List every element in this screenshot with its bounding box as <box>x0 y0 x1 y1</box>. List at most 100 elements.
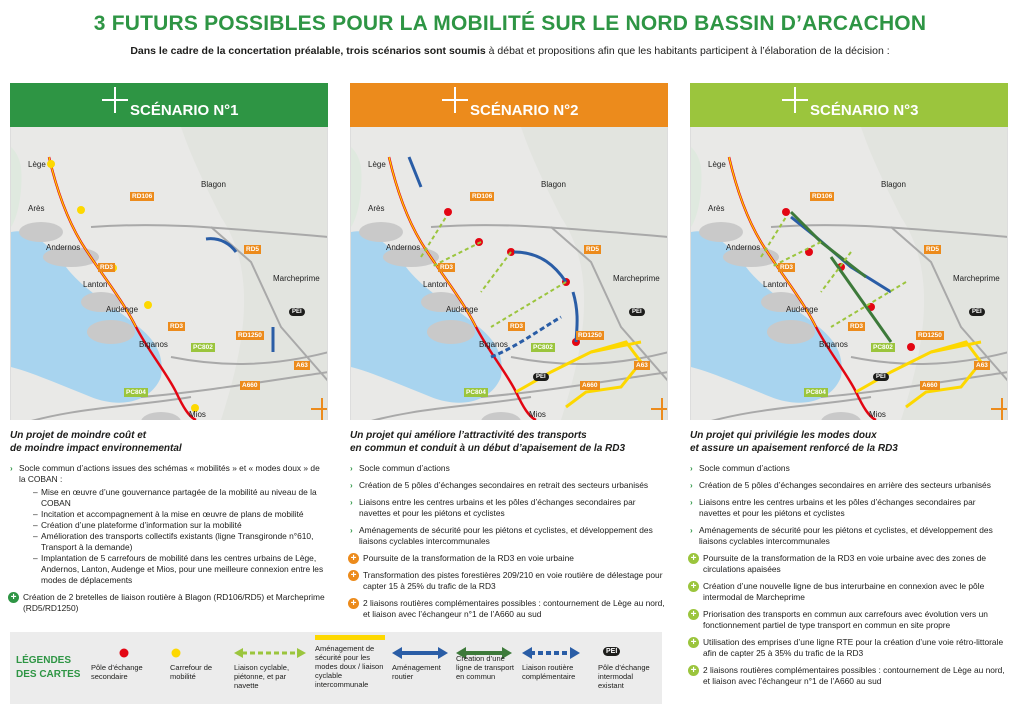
pei-badge: PEI <box>533 373 549 381</box>
corner-plus-icon <box>311 398 327 420</box>
plus-circle-icon: + <box>348 570 359 581</box>
plus-circle-icon: + <box>348 598 359 609</box>
scenario-label: SCÉNARIO N°2 <box>470 102 579 119</box>
map-road-label: RD3 <box>848 322 866 331</box>
subtitle-bold: Dans le cadre de la concertation préalab… <box>130 45 486 57</box>
chevron-right-icon: › <box>350 464 353 473</box>
map-road-label: A63 <box>974 361 990 370</box>
sub-action-item: Mise en œuvre d’une gouvernance partagée… <box>33 487 328 509</box>
map-road-label: A660 <box>240 381 260 390</box>
map-place-label: Arès <box>708 204 725 213</box>
legend-item-carrefour: Carrefour de mobilité <box>170 663 213 681</box>
scenario-label: SCÉNARIO N°1 <box>130 102 239 119</box>
map-road-label: RD5 <box>244 245 262 254</box>
map-place-label: Arès <box>28 204 45 213</box>
action-item: ›Socle commun d’actions <box>690 463 790 473</box>
map-road-label: RD1250 <box>576 331 604 340</box>
action-item: +Poursuite de la transformation de la RD… <box>348 553 668 564</box>
map-road-label: RD3 <box>778 263 796 272</box>
legend-item-amenagement-routier: Aménagement routier <box>392 663 441 681</box>
map-place-label: Mios <box>529 410 546 419</box>
subtitle-rest: à débat et propositions afin que les hab… <box>485 45 890 57</box>
pei-badge: PEI <box>969 308 985 316</box>
map-road-label: A660 <box>580 381 600 390</box>
red-dot-icon <box>119 648 129 658</box>
plus-circle-icon: + <box>688 609 699 620</box>
pei-badge-icon: PEI <box>603 647 621 656</box>
legend-item-ligne-transport: Création d’une ligne de transport en com… <box>456 654 514 681</box>
map-place-label: Lanton <box>763 280 788 289</box>
corner-plus-icon <box>651 398 667 420</box>
scenario-actions-list: ›Socle commun d’actions ›Création de 5 pô… <box>688 463 1008 687</box>
map-road-label: PC802 <box>191 343 215 352</box>
map-place-label: Blagon <box>881 180 906 189</box>
map-place-label: Mios <box>189 410 206 419</box>
action-item: ›Aménagements de sécurité pour les piéto… <box>690 525 993 546</box>
action-item: +Transformation des pistes forestières 2… <box>348 570 668 592</box>
legend-item-pole-echange: Pôle d’échange secondaire <box>91 663 143 681</box>
map-place-label: Lège <box>28 160 46 169</box>
plus-circle-icon: + <box>688 665 699 676</box>
scenario-actions-list: ›Socle commun d’actions›Création de 5 pô… <box>348 463 668 620</box>
plus-circle-icon: + <box>688 581 699 592</box>
map-road-label: PC802 <box>871 343 895 352</box>
sub-action-item: Implantation de 5 carrefours de mobilité… <box>33 553 328 586</box>
chevron-right-icon: › <box>350 526 353 535</box>
legend-item-liaison-cyclable: Liaison cyclable, piétonne, et par navet… <box>234 663 290 690</box>
map-drawing <box>351 127 667 420</box>
plus-icon <box>782 87 808 113</box>
map-drawing <box>691 127 1007 420</box>
map-road-label: PC804 <box>464 388 488 397</box>
action-item: ›Création de 5 pôles d’échanges secondai… <box>690 480 991 490</box>
action-item: ›Aménagements de sécurité pour les piéto… <box>350 525 653 546</box>
map-place-label: Biganos <box>479 340 508 349</box>
map-road-label: RD3 <box>508 322 526 331</box>
page-title: 3 FUTURS POSSIBLES POUR LA MOBILITÉ SUR … <box>93 12 927 35</box>
map-place-label: Mios <box>869 410 886 419</box>
page-subtitle: Dans le cadre de la concertation préalab… <box>0 45 1020 57</box>
action-item: +Poursuite de la transformation de la RD… <box>688 553 1008 575</box>
map-road-label: RD106 <box>810 192 835 201</box>
plus-circle-icon: + <box>348 553 359 564</box>
chevron-right-icon: › <box>350 498 353 507</box>
map-road-label: RD1250 <box>916 331 944 340</box>
scenario-2-header: SCÉNARIO N°2 <box>350 83 668 127</box>
map-place-label: Blagon <box>541 180 566 189</box>
map-road-label: A660 <box>920 381 940 390</box>
green-dashed-arrow-icon <box>234 648 306 658</box>
plus-circle-icon: + <box>688 637 699 648</box>
map-place-label: Biganos <box>139 340 168 349</box>
legend-item-liaison-complementaire: Liaison routière complémentaire <box>522 663 576 681</box>
map-place-label: Marcheprime <box>953 274 1000 283</box>
pei-badge: PEI <box>629 308 645 316</box>
plus-circle-icon: + <box>8 592 19 603</box>
action-item: +Utilisation des emprises d’une ligne RT… <box>688 637 1008 659</box>
map-road-label: PC804 <box>804 388 828 397</box>
map-road-label: RD5 <box>584 245 602 254</box>
map-road-label: RD106 <box>130 192 155 201</box>
sub-action-item: Amélioration des transports collectifs e… <box>33 531 328 553</box>
chevron-right-icon: › <box>690 526 693 535</box>
map-place-label: Andernos <box>386 243 421 252</box>
scenario-actions-list: ›Socle commun d’actions issues des schém… <box>8 463 328 614</box>
dark-green-arrow-icon <box>456 647 512 659</box>
scenario-3-header: SCÉNARIO N°3 <box>690 83 1008 127</box>
map-place-label: Audenge <box>106 305 139 314</box>
blue-arrow-icon <box>392 647 448 659</box>
sub-action-item: Incitation et accompagnement à la mise e… <box>33 509 328 520</box>
map-road-label: PC804 <box>124 388 148 397</box>
chevron-right-icon: › <box>690 464 693 473</box>
map-road-label: A63 <box>294 361 310 370</box>
blue-dashed-arrow-icon <box>522 647 580 659</box>
legend-item-amenagement-securite: Aménagement de sécurité pour les modes d… <box>315 644 384 689</box>
map-place-label: Lège <box>708 160 726 169</box>
pei-badge: PEI <box>289 308 305 316</box>
legend-item-pei: Pôle d’échange intermodal existant <box>598 663 650 690</box>
